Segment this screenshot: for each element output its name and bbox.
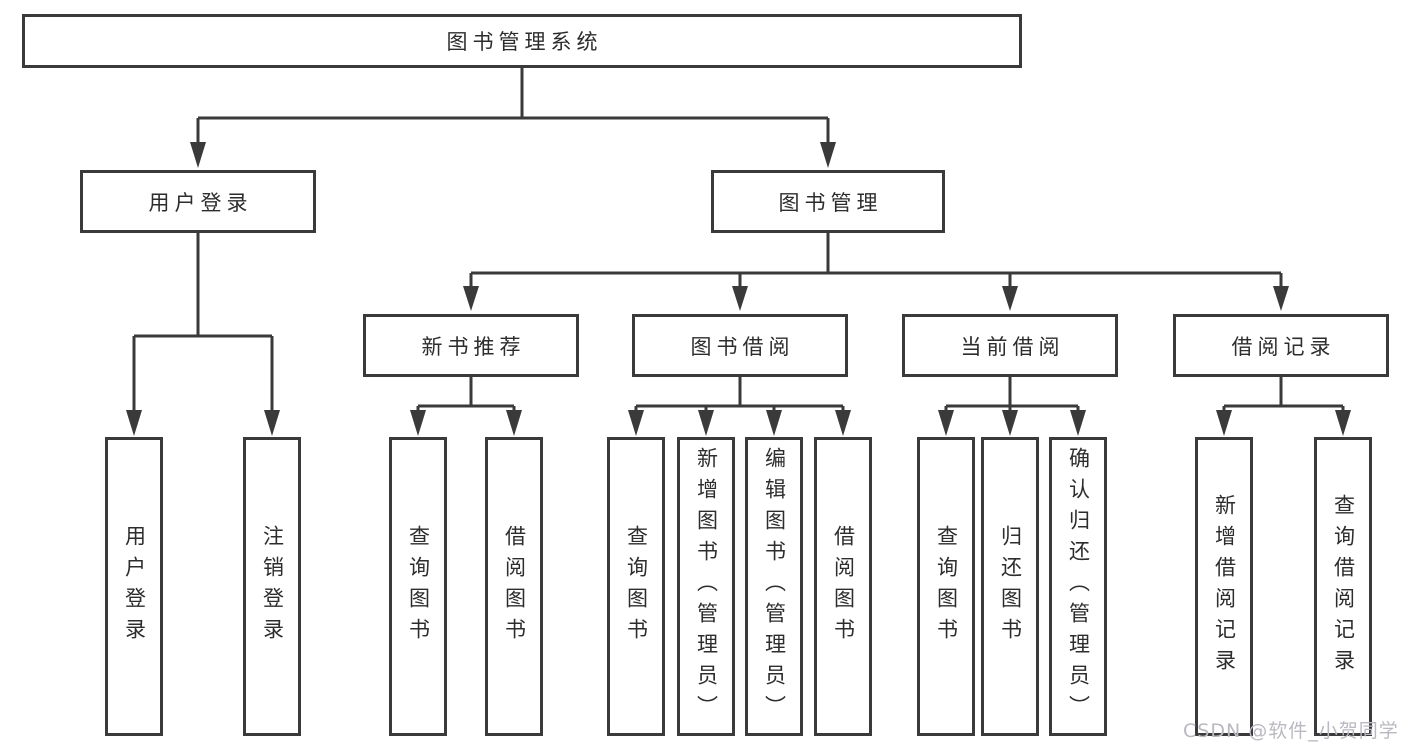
node-label: 图书管理 xyxy=(778,190,883,215)
node-label: 新增借阅记录 xyxy=(1212,493,1237,680)
node-label: 图书借阅 xyxy=(690,334,795,359)
node-borrowing-records: 借阅记录 xyxy=(1173,314,1389,377)
node-label: 新书推荐 xyxy=(421,334,526,359)
node-label: 注销登录 xyxy=(260,524,285,649)
node-label: 确认归还（管理员） xyxy=(1066,447,1091,726)
leaf-current-return-books: 归还图书 xyxy=(981,437,1039,736)
node-label: 查询借阅记录 xyxy=(1331,493,1356,680)
node-label: 编辑图书（管理员） xyxy=(762,447,787,726)
node-current-borrowing: 当前借阅 xyxy=(902,314,1118,377)
node-library-management-system: 图书管理系统 xyxy=(22,14,1022,68)
node-label: 查询图书 xyxy=(624,524,649,649)
leaf-user-login: 用户登录 xyxy=(105,437,163,736)
node-user-login: 用户登录 xyxy=(80,170,316,233)
node-book-borrowing: 图书借阅 xyxy=(632,314,848,377)
node-label: 查询图书 xyxy=(406,524,431,649)
leaf-recommend-borrow-books: 借阅图书 xyxy=(485,437,543,736)
node-label: 用户登录 xyxy=(148,190,253,215)
node-label: 归还图书 xyxy=(998,524,1023,649)
node-book-management: 图书管理 xyxy=(711,170,945,233)
leaf-borrowing-query-books: 查询图书 xyxy=(607,437,665,736)
node-label: 图书管理系统 xyxy=(446,30,603,54)
node-label: 借阅图书 xyxy=(502,524,527,649)
csdn-watermark: CSDN @软件_小贺同学 xyxy=(1183,720,1399,742)
leaf-records-add-borrow-record: 新增借阅记录 xyxy=(1195,437,1253,736)
leaf-logout: 注销登录 xyxy=(243,437,301,736)
node-new-book-recommendation: 新书推荐 xyxy=(363,314,579,377)
leaf-borrowing-edit-books-admin: 编辑图书（管理员） xyxy=(745,437,803,736)
leaf-borrowing-borrow-books: 借阅图书 xyxy=(814,437,872,736)
node-label: 借阅图书 xyxy=(831,524,856,649)
node-label: 新增图书（管理员） xyxy=(694,447,719,726)
node-label: 查询图书 xyxy=(934,524,959,649)
leaf-recommend-query-books: 查询图书 xyxy=(389,437,447,736)
leaf-current-confirm-return-admin: 确认归还（管理员） xyxy=(1049,437,1107,736)
leaf-records-query-borrow-record: 查询借阅记录 xyxy=(1314,437,1372,736)
node-label: 借阅记录 xyxy=(1231,334,1336,359)
node-label: 当前借阅 xyxy=(960,334,1065,359)
leaf-borrowing-add-books-admin: 新增图书（管理员） xyxy=(677,437,735,736)
node-label: 用户登录 xyxy=(122,524,147,649)
leaf-current-query-books: 查询图书 xyxy=(917,437,975,736)
